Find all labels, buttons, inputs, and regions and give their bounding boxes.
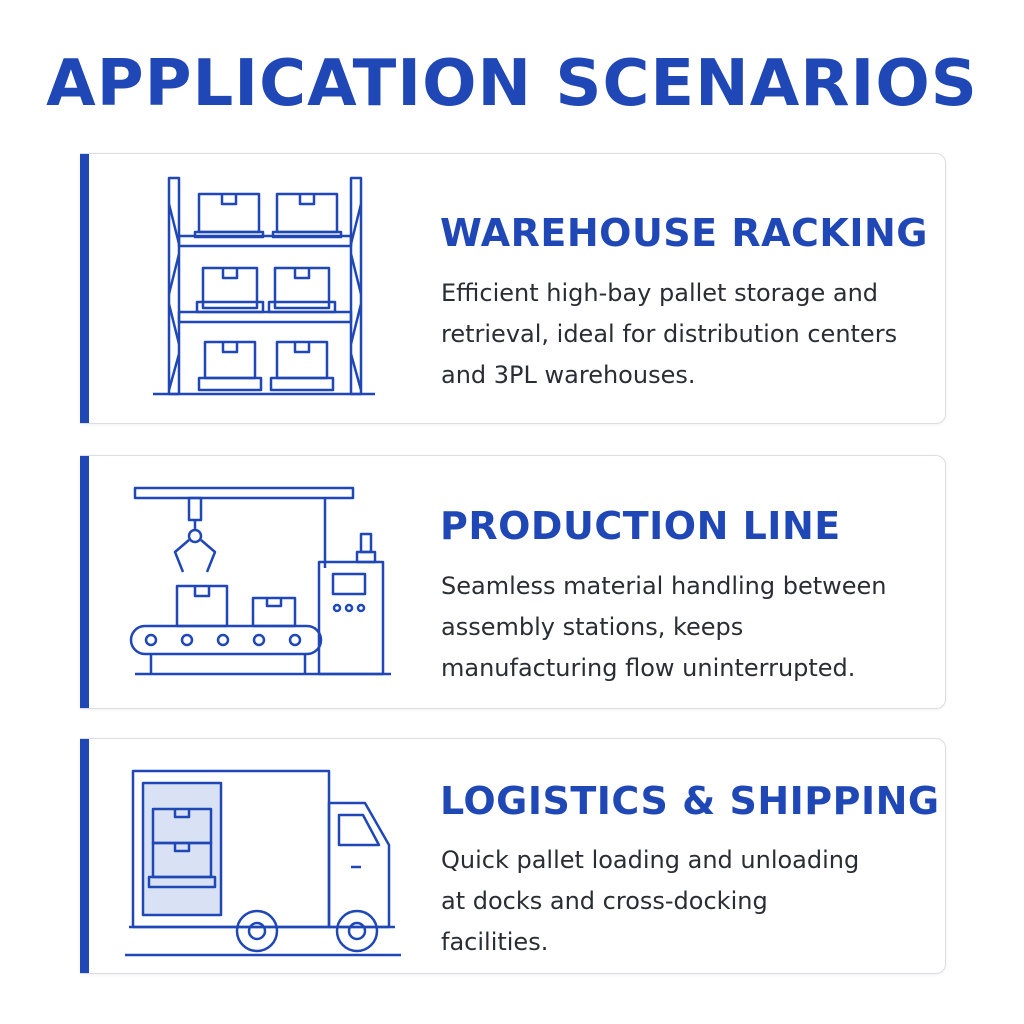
scenario-card-warehouse-racking: WAREHOUSE RACKING Efficient high-bay pal… bbox=[80, 153, 946, 424]
scenario-description: Efficient high-bay pallet storage and re… bbox=[441, 279, 898, 389]
scenario-card-production-line: PRODUCTION LINE Seamless material handli… bbox=[80, 455, 946, 709]
scenario-description: Seamless material handling between assem… bbox=[441, 572, 887, 682]
page-title: APPLICATION SCENARIOS bbox=[46, 47, 978, 121]
card-accent-bar bbox=[80, 154, 89, 423]
scenario-description: Quick pallet loading and unloading at do… bbox=[441, 846, 860, 956]
delivery-truck-icon bbox=[125, 759, 405, 989]
production-line-icon bbox=[125, 468, 405, 698]
warehouse-rack-icon bbox=[125, 174, 405, 404]
scenario-title: WAREHOUSE RACKING bbox=[440, 211, 928, 255]
card-accent-bar bbox=[80, 456, 89, 708]
scenario-title: LOGISTICS & SHIPPING bbox=[440, 779, 940, 823]
card-accent-bar bbox=[80, 739, 89, 973]
scenario-card-logistics-shipping: LOGISTICS & SHIPPING Quick pallet loadin… bbox=[80, 738, 946, 974]
scenario-title: PRODUCTION LINE bbox=[440, 504, 841, 548]
